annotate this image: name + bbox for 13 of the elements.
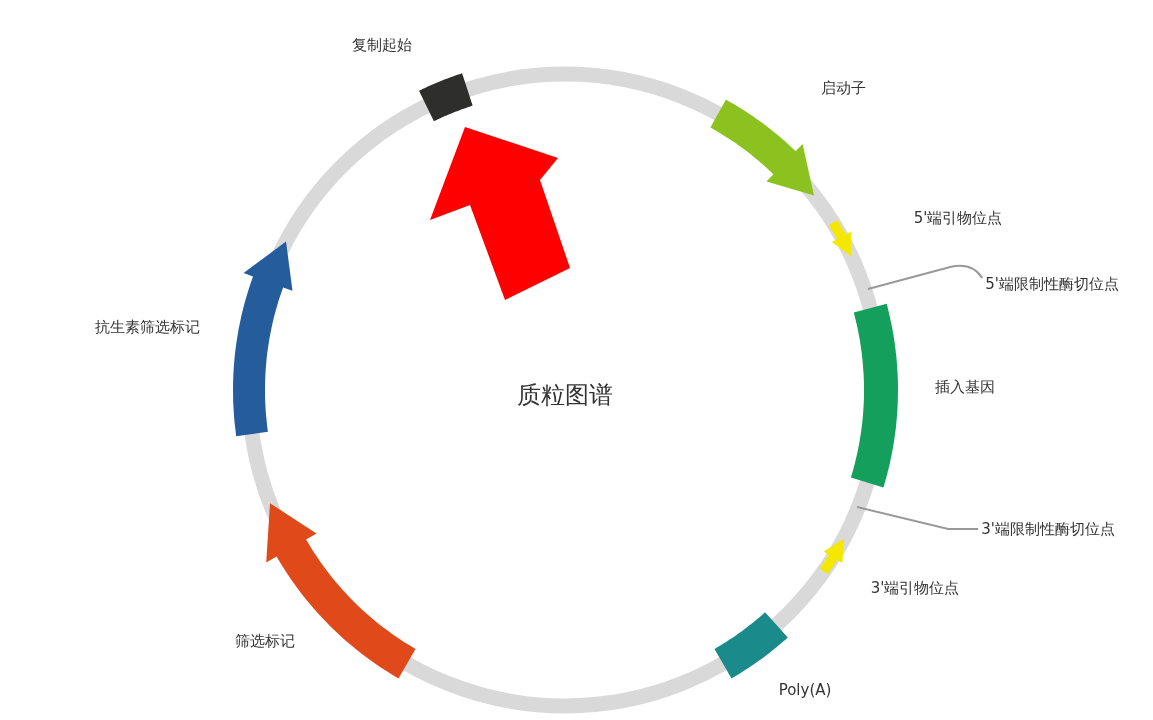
feature-label: 3'端限制性酶切位点 (981, 519, 1115, 539)
feature-label: 启动子 (820, 78, 866, 98)
feature-label: 5'端限制性酶切位点 (985, 274, 1119, 294)
feature-label: 抗生素筛选标记 (94, 317, 200, 337)
feature-label: 复制起始 (352, 35, 412, 55)
feature-label: 5'端引物位点 (913, 208, 1003, 228)
feature-label: 3'端引物位点 (870, 578, 960, 598)
feature-label: 插入基因 (935, 377, 995, 397)
diagram-title: 质粒图谱 (517, 380, 613, 411)
leader-line (867, 264, 984, 290)
feature-label: Poly(A) (778, 681, 832, 699)
feature-label: 筛选标记 (235, 631, 295, 651)
leader-line (856, 506, 980, 530)
